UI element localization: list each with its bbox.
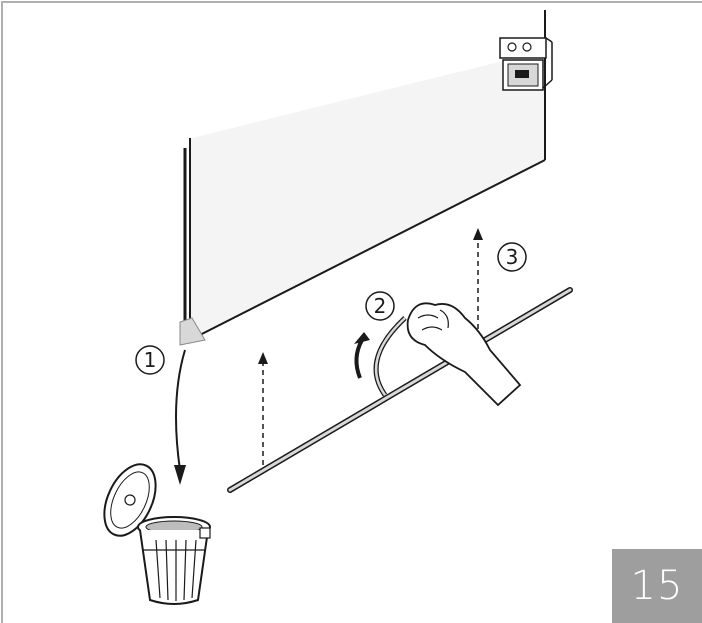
discard-arrow: [174, 349, 186, 485]
step-2-marker: 2: [365, 291, 395, 321]
peeled-strip-end: [373, 316, 407, 397]
page-number: 15: [630, 563, 684, 609]
trash-bin-icon: [103, 463, 211, 605]
lift-arrow-right: [473, 228, 483, 338]
hinge-bracket: [499, 37, 553, 91]
glass-panel: [183, 10, 546, 341]
step-3-number: 3: [506, 245, 519, 269]
hand-icon: [406, 302, 522, 407]
seal-strip: [227, 287, 573, 493]
step-1-number: 1: [144, 348, 157, 372]
lift-arrow-left: [258, 352, 268, 465]
curved-arrow-icon: [354, 332, 370, 379]
step-1-marker: 1: [135, 345, 165, 375]
corner-clip: [179, 317, 206, 346]
page-number-badge: 15: [612, 549, 702, 623]
step-3-marker: 3: [497, 242, 527, 272]
step-2-number: 2: [374, 294, 387, 318]
